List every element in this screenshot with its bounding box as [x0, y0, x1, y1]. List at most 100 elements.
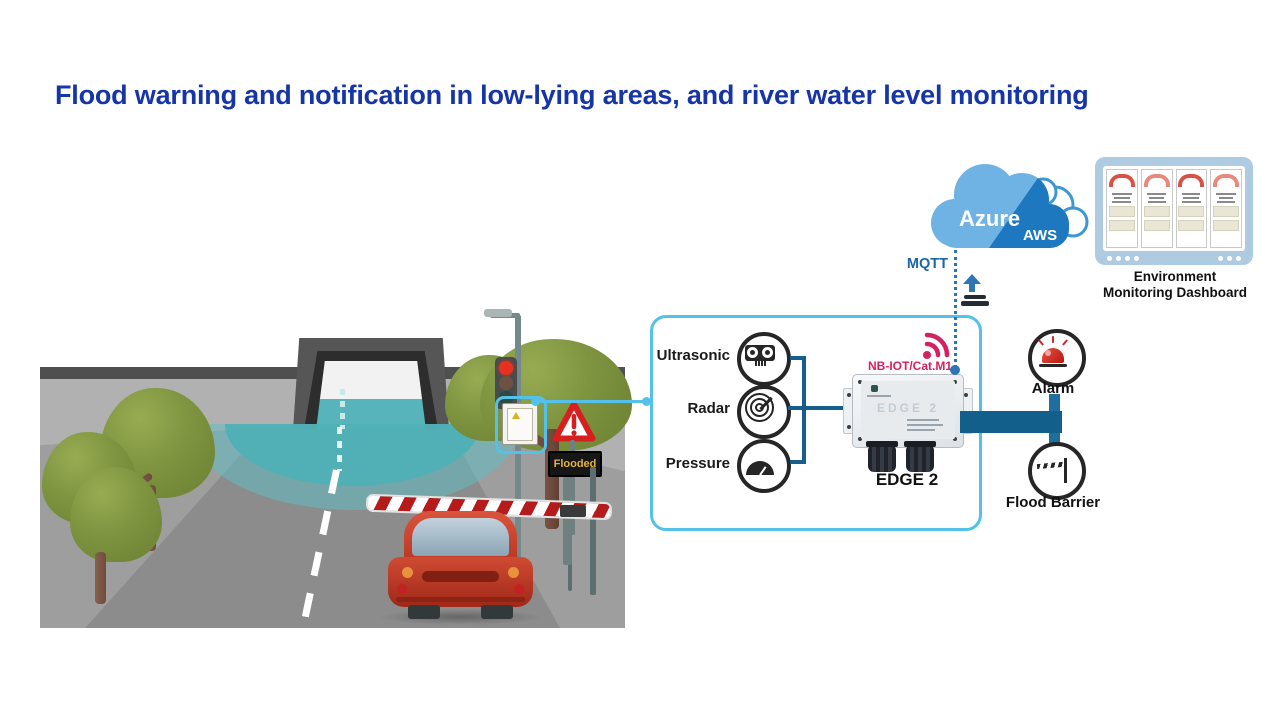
car-shadow [378, 609, 543, 625]
callout-dot [642, 397, 651, 406]
monitoring-dashboard-tablet [1095, 157, 1253, 265]
nbiot-connectivity-label: NB-IOT/Cat.M1 [868, 359, 952, 373]
car-rear-window [412, 518, 509, 556]
barrier-post [590, 467, 596, 595]
stat-box [1143, 220, 1170, 231]
text-line [1113, 197, 1130, 199]
bracket-bottom-stub [790, 460, 806, 464]
bracket-to-device-line [788, 406, 854, 410]
spec-text-line [907, 429, 935, 431]
cable-gland-connector [904, 441, 936, 472]
pin [764, 361, 766, 366]
radar-ring [750, 398, 769, 417]
ultrasonic-transducer [762, 347, 773, 358]
traffic-light-amber-icon [499, 375, 513, 390]
roadside-sensor-cabinet [502, 403, 538, 445]
flood-barrier-icon [1028, 442, 1086, 500]
flood-scene-illustration: Flooded [40, 309, 632, 628]
cabinet-callout-line [536, 400, 646, 403]
sign-pole [570, 440, 575, 535]
screw-icon [964, 393, 968, 397]
tree-canopy [70, 467, 162, 562]
alarm-siren-icon [1028, 329, 1086, 387]
car-indicator-light [508, 567, 519, 578]
radar-ring [745, 393, 774, 422]
upload-icon-base [964, 295, 986, 299]
screw-icon [953, 437, 957, 441]
radar-icon [737, 385, 791, 439]
mqtt-dotted-line [954, 250, 957, 368]
text-line [1149, 197, 1165, 199]
car-wheel [408, 605, 440, 619]
screw-icon [953, 380, 957, 384]
mqtt-protocol-label: MQTT [906, 256, 948, 272]
mqtt-line-endpoint-dot [950, 365, 960, 375]
gauge-arc-icon [1178, 174, 1205, 187]
upload-icon-base [961, 301, 989, 306]
barrier-post-line [1064, 458, 1067, 483]
upload-icon-stem [969, 284, 975, 292]
pin [755, 361, 757, 366]
dashboard-card [1106, 169, 1138, 248]
cabinet-highlight-box [495, 396, 547, 454]
dashboard-card [1210, 169, 1242, 248]
cloud-platforms: Azure AWS [931, 164, 1089, 248]
aws-cloud-dark-half [975, 164, 1069, 248]
text-line [1216, 193, 1237, 195]
text-line [1112, 201, 1132, 203]
ultrasonic-transducer [747, 347, 758, 358]
alarm-ray [1061, 339, 1069, 346]
stat-box [1108, 206, 1135, 217]
text-line [1182, 193, 1201, 195]
text-line [1111, 193, 1132, 195]
text-line [1181, 201, 1201, 203]
gauge-body [746, 461, 774, 476]
centerline-in-tunnel [340, 389, 345, 429]
page-title: Flood warning and notification in low-ly… [55, 80, 1089, 110]
car-bumper [396, 597, 525, 602]
sensor-label-ultrasonic: Ultrasonic [656, 347, 730, 364]
upload-icon [963, 274, 981, 284]
dashboard-screen [1103, 166, 1245, 251]
spec-text-line [907, 424, 943, 426]
dashboard-label-line2: Monitoring Dashboard [1103, 285, 1247, 301]
car-wheel [481, 605, 513, 619]
traffic-light-red-icon [499, 360, 513, 375]
edge-device-embossed-text: EDGE 2 [876, 401, 939, 415]
barrier-arm-dashes [1036, 461, 1064, 470]
alarm-dome [1042, 348, 1064, 363]
dashboard-card [1175, 169, 1208, 248]
dashboard-label: Environment Monitoring Dashboard [1085, 269, 1265, 301]
bracket-vertical [802, 356, 806, 464]
pressure-gauge-icon [737, 439, 791, 493]
car-trunk-handle [422, 571, 499, 582]
brand-logo-icon [871, 385, 878, 392]
gauge-arc-icon [1108, 174, 1135, 187]
gauge-arc-icon [1143, 174, 1170, 187]
stat-box [1143, 206, 1170, 217]
edge-device: EDGE 2 [852, 374, 964, 448]
tablet-buttons [1107, 256, 1139, 261]
text-line [1219, 197, 1234, 199]
brand-text-line [867, 395, 891, 397]
flood-warning-sign [552, 401, 596, 442]
text-line [1183, 197, 1200, 199]
car-indicator-light [402, 567, 413, 578]
car-tail-light [397, 584, 407, 594]
ultrasonic-sensor-icon [737, 332, 791, 386]
stat-box [1178, 220, 1205, 231]
stat-box [1108, 220, 1135, 231]
edge-device-label-plate: EDGE 2 [861, 381, 955, 439]
screw-icon [858, 380, 862, 384]
tablet-buttons [1218, 256, 1241, 261]
edge-device-label: EDGE 2 [875, 470, 939, 489]
street-lamp-head [484, 309, 512, 317]
alarm-ray [1037, 339, 1045, 346]
sensor-label-pressure: Pressure [665, 455, 730, 472]
sensor-label-radar: Radar [687, 400, 730, 417]
car-tail-light [514, 584, 524, 594]
stat-box [1178, 206, 1205, 217]
spec-text-line [907, 419, 939, 421]
cellular-signal-icon [923, 332, 950, 359]
flood-barrier-label: Flood Barrier [1005, 494, 1101, 511]
